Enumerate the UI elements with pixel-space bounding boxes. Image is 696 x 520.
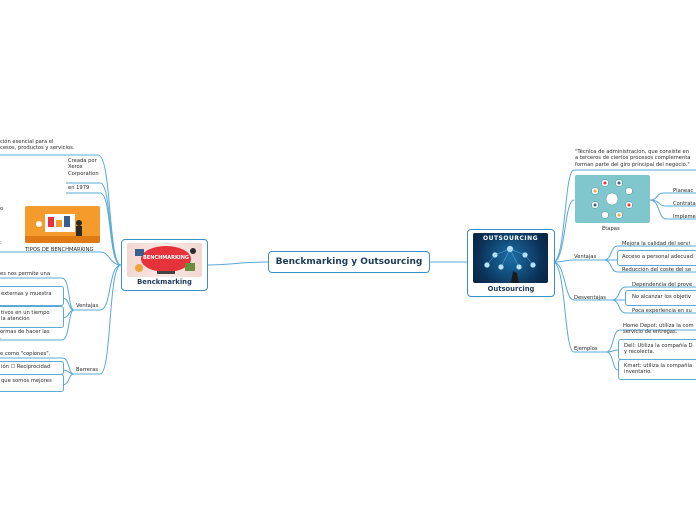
right-ventajas-item-1: Mejora la calidad del servi [622, 241, 690, 247]
barreras-item-3: que somos mejores [1, 378, 52, 384]
ejemplos-item-1: Home Depot: utiliza la com servicio de e… [623, 323, 694, 336]
tipos-label: TIPOS DE BENCHMARKING [25, 247, 94, 253]
ejemplos-box-3[interactable]: Kmart: utiliza la compañía inventario. [618, 359, 696, 380]
benchmarking-illustration: BENCHMARKING [127, 243, 202, 277]
barreras-item-1: e como "copiones". [0, 351, 51, 357]
desventajas-label: Desventajas [574, 295, 606, 301]
benchmarking-badge-text: BENCHMARKING [143, 255, 189, 261]
link-rv3 [603, 259, 696, 273]
outsourcing-node[interactable]: OUTSOURCING Outsourcing [467, 229, 555, 297]
barreras-box-2[interactable]: ión ☐ Reciprocidad [0, 361, 64, 375]
outsourcing-badge-text: OUTSOURCING [482, 235, 539, 242]
link-re1 [605, 329, 696, 353]
ventajas-item-1: es nos permite una [0, 271, 51, 277]
link-v1 [0, 277, 75, 311]
benchmarking-node[interactable]: BENCHMARKING Benckmarking [121, 239, 208, 291]
link-right-ejemplos [552, 261, 606, 353]
desventajas-item-2: No alcanzar los objetiv [632, 294, 691, 300]
ventajas-item-4: ormas de hacer las [0, 329, 50, 335]
ventajas-item-3: tivos en un tiempo la atención [1, 310, 50, 323]
link-left-anio [66, 192, 122, 266]
right-ventajas-label: Ventajas [574, 254, 597, 260]
link-right-etapas [552, 199, 575, 263]
link-left-barreras [74, 264, 122, 375]
outsourcing-node-label: Outsourcing [487, 285, 535, 293]
ventajas-label: Ventajas [76, 303, 99, 309]
left-stub-2: : [0, 240, 2, 246]
tipos-illustration [25, 206, 100, 243]
link-right-desventajas [552, 261, 612, 301]
etapas-item-2: Contrata [673, 201, 696, 207]
link-etapas-3 [649, 199, 696, 220]
ejemplos-item-3: Kmart: utiliza la compañía inventario. [624, 363, 693, 376]
link-left-desc [0, 154, 122, 266]
barreras-box-3[interactable]: que somos mejores [0, 374, 64, 392]
right-ventajas-item-3: Reducción del coste del se [622, 267, 692, 273]
ejemplos-item-2: Dell: Utiliza la compañía D y recolecta. [624, 343, 693, 356]
left-stub-1: o [0, 206, 4, 212]
etapas-illustration [575, 175, 650, 223]
link-rv1 [603, 245, 696, 261]
outsourcing-illustration: OUTSOURCING [473, 233, 548, 283]
benchmarking-node-label: Benckmarking [137, 278, 192, 286]
right-ventajas-box-2[interactable]: Acceso a personal adecuad [617, 250, 696, 266]
left-desc-line2: cesos, productos y servicios. [0, 145, 75, 151]
link-right-def [552, 169, 696, 263]
desventajas-item-1: Dependencia del prove [632, 282, 693, 288]
ventajas-item-2: externas y muestra [1, 291, 52, 297]
right-ventajas-item-2: Acceso a personal adecuad [622, 254, 694, 260]
ejemplos-box-2[interactable]: Dell: Utiliza la compañía D y recolecta. [618, 339, 696, 360]
etapas-item-3: Impleme [673, 214, 696, 220]
ventajas-item-4-cont: . [0, 335, 2, 341]
link-left-tipos [0, 251, 122, 266]
link-v4 [0, 309, 75, 341]
barreras-label: Barreras [76, 367, 99, 373]
creada-por-text: Creada por Xerox Corporation [68, 158, 99, 177]
link-rd3 [611, 299, 696, 314]
link-central-left [206, 261, 269, 266]
link-re3 [605, 351, 619, 371]
barreras-item-2: ión ☐ Reciprocidad [1, 364, 51, 370]
ventajas-box-3[interactable]: tivos en un tiempo la atención [0, 306, 64, 328]
ejemplos-label: Ejemplos [574, 346, 598, 352]
etapas-label: Etapas [602, 226, 620, 232]
central-topic[interactable]: Benckmarking y Outsourcing [268, 251, 430, 273]
ventajas-box-2[interactable]: externas y muestra [0, 286, 64, 306]
left-desc-line1: ción esencial para el [0, 139, 54, 145]
etapas-item-1: Planeac [673, 188, 694, 194]
desventajas-box-2[interactable]: No alcanzar los objetiv [625, 290, 696, 306]
desventajas-item-3: Poca experiencia en su [632, 308, 692, 314]
link-left-ventajas [74, 264, 122, 311]
central-topic-title: Benckmarking y Outsourcing [275, 257, 423, 267]
link-right-ventajas [552, 259, 604, 263]
creada-anio-text: en 1979 [68, 185, 90, 191]
outsourcing-definition: "Técnica de administración, que consiste… [575, 149, 691, 168]
